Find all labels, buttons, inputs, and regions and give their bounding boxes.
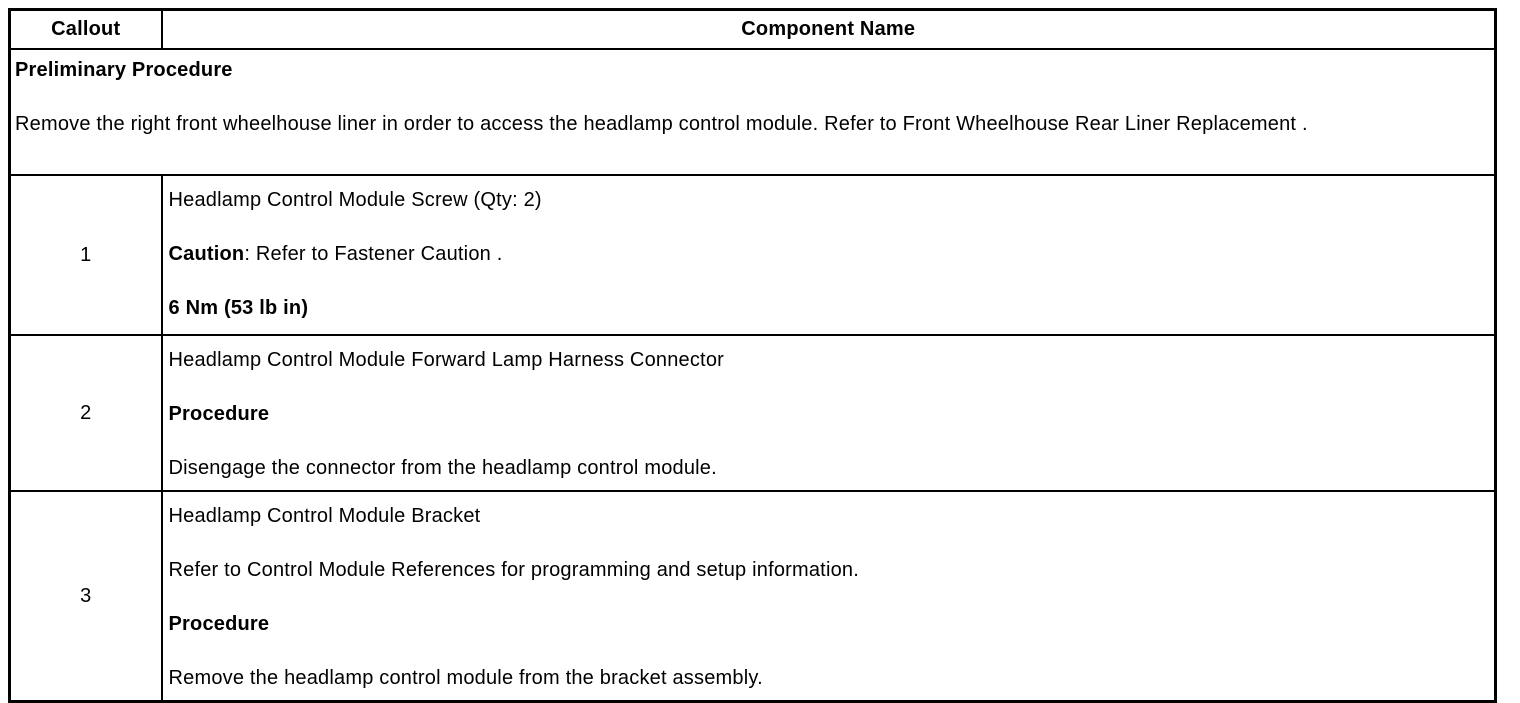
component-paragraph: Headlamp Control Module Bracket: [168, 505, 481, 527]
component-paragraph: 6 Nm (53 lb in): [168, 297, 309, 319]
component-name-column-header: Component Name: [160, 8, 1497, 50]
callout-cell: 1: [8, 174, 163, 336]
preliminary-procedure-text: Remove the right front wheelhouse liner …: [15, 113, 1308, 135]
component-paragraph: Procedure: [168, 403, 270, 425]
component-cell: Headlamp Control Module Screw (Qty: 2) Ca…: [160, 174, 1497, 336]
component-paragraph: Headlamp Control Module Forward Lamp Har…: [168, 349, 724, 371]
component-paragraph: Caution: Refer to Fastener Caution .: [168, 243, 503, 265]
component-paragraph: Procedure: [168, 613, 270, 635]
component-paragraph: Disengage the connector from the headlam…: [168, 457, 717, 479]
preliminary-procedure-heading: Preliminary Procedure: [15, 59, 233, 81]
component-cell: Headlamp Control Module Forward Lamp Har…: [160, 334, 1497, 492]
component-paragraph: Headlamp Control Module Screw (Qty: 2): [168, 189, 542, 211]
callout-cell: 2: [8, 334, 163, 492]
callout-column-header: Callout: [8, 8, 163, 50]
header-row: Callout Component Name: [8, 8, 1497, 50]
component-rows: Preliminary Procedure Remove the right f…: [8, 48, 1497, 703]
callout-cell: 3: [8, 490, 163, 703]
component-callout-table: Callout Component Name Preliminary Proce…: [8, 8, 1497, 703]
preliminary-procedure-row: Preliminary Procedure Remove the right f…: [8, 48, 1497, 176]
component-paragraph: Refer to Control Module References for p…: [168, 559, 859, 581]
preliminary-procedure-cell: Preliminary Procedure Remove the right f…: [8, 48, 1497, 176]
component-paragraph: Remove the headlamp control module from …: [168, 667, 763, 689]
